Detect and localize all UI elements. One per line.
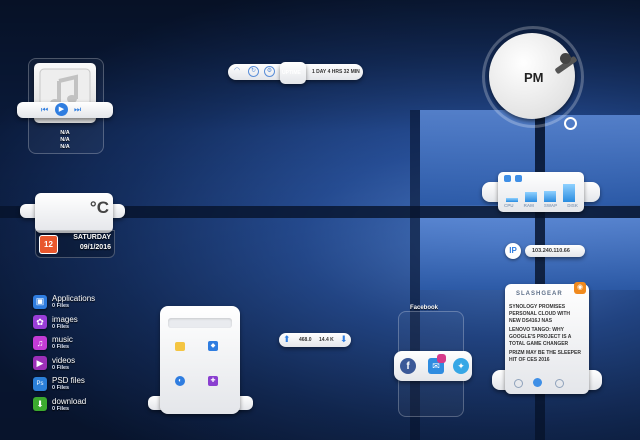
refresh-icon[interactable]: ↻: [248, 66, 259, 77]
shortcut-label: PSD files: [52, 376, 85, 385]
wifi-icon: ◠: [234, 67, 241, 74]
ip-widget: IP 103.240.110.66: [505, 243, 585, 259]
shortcut-file-count: 0 Files: [52, 385, 70, 391]
play-icon[interactable]: ▶: [55, 103, 68, 116]
news-headline-3[interactable]: PRIZM MAY BE THE SLEEPER HIT OF CES 2016: [509, 350, 581, 363]
ram-label: RAM: [523, 203, 534, 208]
system-meter-widget: CPU RAM SWAP DISK: [482, 172, 600, 214]
launcher-search-bar[interactable]: [168, 318, 232, 328]
shortcut-label: images: [52, 314, 78, 324]
usage-bar-cpu: [506, 198, 518, 202]
usage-bar-disk: [563, 184, 575, 202]
clock-widget: PM: [482, 26, 584, 130]
news-headline-1[interactable]: SYNOLOGY PROMISES PERSONAL CLOUD WITH NE…: [509, 304, 571, 324]
dropbox-icon[interactable]: ◆: [208, 341, 218, 351]
psd-icon: Ps: [33, 376, 47, 391]
shortcut-file-count: 0 Files: [52, 405, 70, 412]
twitter-icon[interactable]: ✦: [453, 358, 469, 374]
upload-arrow-icon: ⬇: [340, 334, 348, 344]
track-title: N/A: [60, 130, 70, 136]
ip-badge: IP: [505, 243, 521, 259]
news-headline-2[interactable]: LENOVO TANGO: WHY GOOGLE'S PROJECT IS A …: [509, 327, 572, 347]
clock-ring: [564, 117, 577, 130]
swap-label: SWAP: [543, 203, 558, 208]
clock-face: [489, 33, 575, 119]
next-icon[interactable]: ⏭: [74, 105, 82, 114]
social-title: Facebook: [410, 305, 439, 311]
network-widget: ⬆ 468.0 14.4 K ⬇: [279, 331, 351, 349]
usage-bars: [504, 180, 578, 202]
music-icon: ♫: [33, 335, 47, 350]
usage-bar-swap: [544, 191, 556, 202]
calendar-weekday: SATURDAY: [73, 234, 111, 241]
rss-icon[interactable]: ◉: [574, 282, 586, 294]
download-icon: ⬇: [33, 397, 47, 411]
shortcut-file-count: 0 Files: [52, 364, 70, 371]
calendar-icon[interactable]: 12: [39, 235, 58, 254]
folder-icon[interactable]: [175, 342, 185, 351]
music-player-widget: ⏮ ▶ ⏭ N/A N/A N/A: [15, 58, 115, 154]
track-artist: N/A: [60, 137, 70, 143]
system-icon-left: [504, 175, 511, 182]
shortcut-label: videos: [52, 355, 76, 365]
uptime-value: 1 DAY 4 HRS 32 MIN: [312, 69, 360, 75]
download-speed: 468.0: [299, 337, 312, 343]
wallpaper-beam: [410, 110, 420, 440]
news-refresh-icon[interactable]: [533, 378, 542, 387]
wallpaper-beam: [0, 206, 640, 218]
system-icon-right: [515, 175, 522, 182]
shortcut-label: Applications: [52, 294, 96, 303]
applications-icon: ▣: [33, 294, 47, 309]
social-widget: Facebook f ✉ ✦: [388, 305, 480, 417]
clock-meridiem: PM: [524, 70, 544, 85]
settings-icon[interactable]: ⚙: [264, 66, 275, 77]
ip-address: 103.240.110.66: [532, 248, 570, 254]
weather-calendar-widget: °C 12 SATURDAY 09/1/2016: [20, 190, 125, 258]
videos-icon: ▶: [33, 356, 47, 370]
usage-bar-ram: [525, 192, 537, 202]
temperature-unit: °C: [89, 198, 109, 217]
cpu-label: CPU: [504, 203, 514, 208]
news-brand: SLASHGEAR: [516, 291, 563, 297]
news-prev-icon[interactable]: [514, 379, 523, 388]
shortcut-label: music: [52, 335, 73, 344]
download-arrow-icon: ⬆: [283, 334, 291, 344]
images-icon: ✿: [33, 315, 47, 329]
track-album: N/A: [60, 144, 70, 150]
shortcut-label: download: [52, 396, 87, 406]
shortcut-file-count: 0 Files: [52, 344, 70, 350]
news-next-icon[interactable]: [555, 379, 564, 388]
uptime-widget: ◠ ↻ ⚙ UPTIME 1 DAY 4 HRS 32 MIN: [228, 62, 363, 84]
launcher-widget: ◆ ◐ ✚: [148, 306, 253, 416]
facebook-icon[interactable]: f: [400, 358, 416, 374]
calendar-date: 09/1/2016: [79, 244, 111, 251]
shortcut-file-count: 0 Files: [52, 303, 70, 309]
player-controls-bar: ⏮ ▶ ⏭: [17, 102, 113, 118]
notification-dot: [437, 354, 446, 363]
shortcut-file-count: 0 Files: [52, 323, 70, 330]
previous-icon[interactable]: ⏮: [41, 105, 49, 114]
upload-speed: 14.4 K: [319, 337, 334, 343]
ip-label: IP: [509, 246, 517, 255]
news-widget: SLASHGEAR ◉ SYNOLOGY PROMISES PERSONAL C…: [492, 282, 602, 396]
browser-icon[interactable]: ◐: [175, 376, 185, 386]
games-icon[interactable]: ✚: [208, 376, 218, 386]
disk-label: DISK: [567, 203, 578, 208]
weather-panel: °C: [35, 193, 113, 233]
calendar-day-number: 12: [44, 240, 53, 249]
uptime-label: UPTIME: [282, 70, 301, 76]
clock-pin: [560, 53, 571, 64]
